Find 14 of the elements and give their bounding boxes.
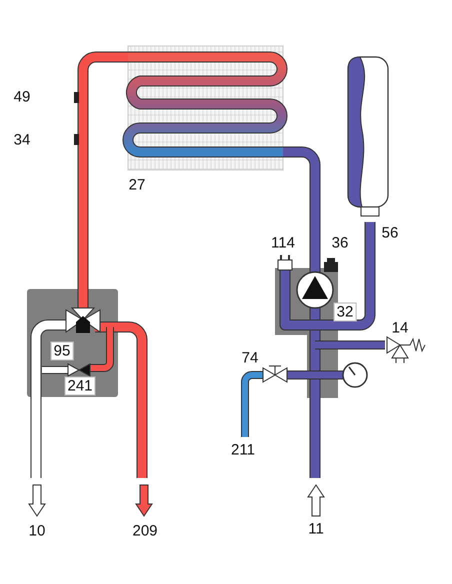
callout-number: 34 <box>14 132 30 148</box>
callout-number: 10 <box>28 524 46 538</box>
callout-number: 11 <box>308 522 324 536</box>
callout-number: 36 <box>332 236 348 250</box>
callout-number: 74 <box>242 350 258 366</box>
callout-number: 49 <box>14 90 30 104</box>
callout-number: 95 <box>50 342 74 360</box>
callout-number: 32 <box>334 302 356 322</box>
callout-number: 209 <box>132 524 158 538</box>
callout-number: 114 <box>271 236 295 250</box>
callout-number: 56 <box>382 226 398 240</box>
callout-number: 211 <box>231 442 255 458</box>
callout-number: 14 <box>392 320 408 336</box>
callout-number: 27 <box>128 178 146 192</box>
